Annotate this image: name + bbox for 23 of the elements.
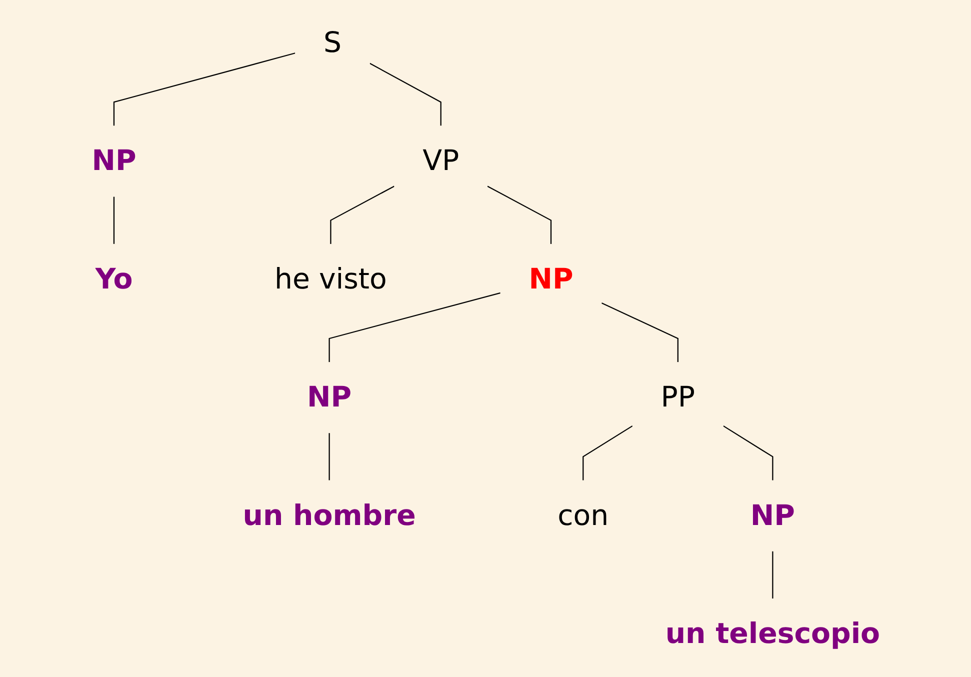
node-text: con [557, 499, 608, 532]
node-text: NP [750, 499, 795, 532]
node-text: S [323, 26, 342, 60]
connector [601, 302, 678, 362]
connector [113, 196, 114, 244]
connector [328, 292, 500, 362]
node-text: un telescopio [664, 617, 880, 651]
node-text: he visto [274, 262, 387, 296]
connector [369, 62, 442, 126]
connector [330, 186, 394, 244]
node-text: PP [660, 381, 695, 414]
node-text: NP [528, 262, 573, 296]
connector [328, 433, 330, 480]
connector [486, 186, 552, 244]
node-text: NP [91, 144, 136, 178]
node-text: NP [306, 381, 352, 414]
connector [582, 425, 632, 480]
node-text: un hombre [242, 499, 416, 532]
node-text: VP [422, 144, 459, 178]
connector [722, 425, 773, 480]
node-text: Yo [94, 262, 132, 296]
connector [772, 551, 773, 599]
connector [113, 52, 295, 126]
